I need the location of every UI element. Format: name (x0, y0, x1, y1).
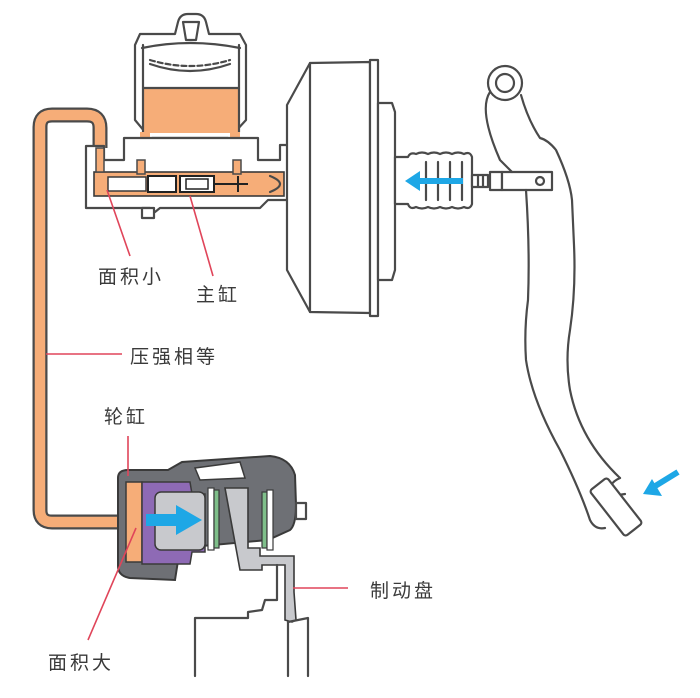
brake-booster (285, 58, 397, 318)
leader-lines (46, 189, 348, 641)
brake-pads (207, 487, 308, 551)
arrow-push-rod (405, 171, 463, 191)
label-brake-disc: 制动盘 (370, 580, 437, 602)
reservoir (133, 12, 248, 162)
label-small-area: 面积小 (98, 266, 165, 288)
brake-pedal (484, 64, 643, 537)
arrow-piston (146, 505, 202, 535)
wheel-cylinder (125, 481, 143, 563)
brake-disc (193, 487, 310, 678)
label-master-cylinder: 主缸 (196, 284, 241, 306)
master-cylinder (84, 136, 292, 220)
label-large-area: 面积大 (48, 652, 115, 674)
brake-line (32, 107, 122, 530)
label-equal-pressure: 压强相等 (130, 346, 219, 368)
arrow-pedal (643, 469, 680, 496)
label-wheel-cylinder: 轮缸 (104, 406, 149, 428)
